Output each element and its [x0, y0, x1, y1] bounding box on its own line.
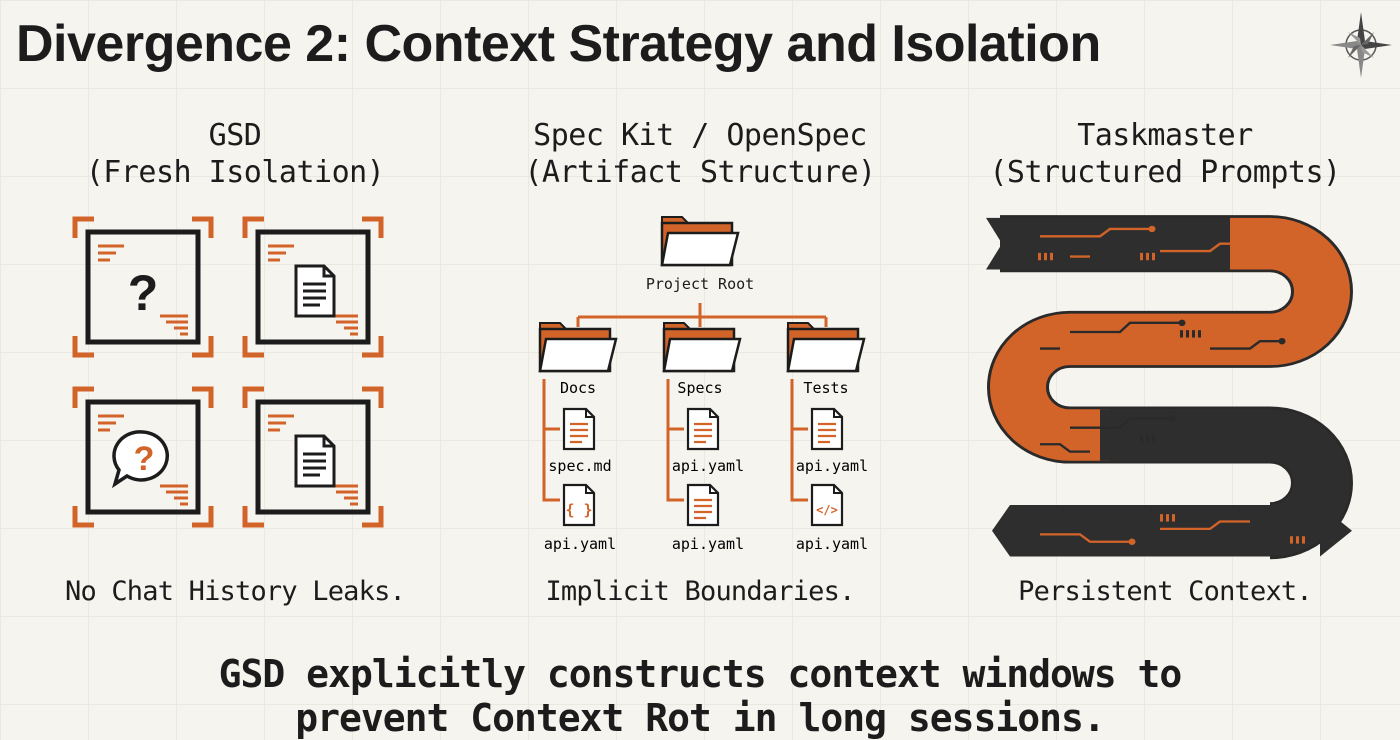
footer-line-2: prevent Context Rot in long sessions. [295, 696, 1105, 740]
taskmaster-heading-subtitle: (Structured Prompts) [989, 155, 1341, 190]
tree-root-label: Project Root [646, 275, 754, 293]
speckit-heading-title: Spec Kit / OpenSpec [533, 118, 867, 153]
folder-label-docs: Docs [560, 379, 596, 397]
file-icon [562, 407, 596, 451]
svg-text:{ }: { } [565, 501, 592, 519]
taskmaster-heading-title: Taskmaster [1077, 118, 1253, 153]
compass-rose-icon [1330, 12, 1392, 78]
svg-text:?: ? [128, 265, 159, 321]
docs-folder-icon [538, 321, 618, 373]
question-mark-icon: ? [128, 265, 159, 321]
tree-connectors [542, 303, 828, 502]
panel-document-bottom [245, 389, 381, 525]
taskmaster-heading: Taskmaster (Structured Prompts) [945, 117, 1385, 191]
chat-question-icon: ? [112, 430, 169, 489]
taskmaster-caption: Persistent Context. [1018, 576, 1312, 607]
panel-question: ? [75, 219, 211, 355]
folder-label-specs: Specs [677, 379, 722, 397]
panel-chat-question: ? [75, 389, 211, 525]
file-label: api.yaml [672, 535, 744, 553]
specs-folder-icon [662, 321, 742, 373]
gsd-caption: No Chat History Leaks. [64, 576, 406, 607]
file-label: api.yaml [796, 535, 868, 553]
page-title: Divergence 2: Context Strategy and Isola… [16, 15, 1101, 73]
footer-line-1: GSD explicitly constructs context window… [218, 652, 1183, 696]
file-icon [810, 407, 844, 451]
artifact-tree-diagram: Project Root Docs Specs Tests spec.md ap… [538, 215, 868, 553]
file-label: api.yaml [672, 457, 744, 475]
speckit-heading-subtitle: (Artifact Structure) [524, 155, 876, 190]
serpentine-context-path [986, 215, 1353, 560]
code-tag-file-icon: </> [810, 483, 844, 527]
root-folder-icon [660, 215, 740, 267]
gsd-heading: GSD (Fresh Isolation) [15, 117, 455, 191]
folder-label-tests: Tests [803, 379, 848, 397]
svg-text:</>: </> [816, 503, 838, 517]
file-icon [686, 407, 720, 451]
gsd-heading-subtitle: (Fresh Isolation) [85, 155, 385, 190]
footer-text: GSD explicitly constructs context window… [0, 652, 1400, 740]
gsd-isolation-panels: ? ? [70, 214, 402, 544]
document-icon [294, 434, 336, 488]
speckit-heading: Spec Kit / OpenSpec (Artifact Structure) [480, 117, 920, 191]
code-braces-file-icon: { } [562, 483, 596, 527]
file-label: spec.md [548, 457, 611, 475]
panel-document-top [245, 219, 381, 355]
file-label: api.yaml [796, 457, 868, 475]
file-label: api.yaml [544, 535, 616, 553]
document-icon [294, 264, 336, 318]
gsd-heading-title: GSD [208, 118, 262, 153]
tests-folder-icon [786, 321, 866, 373]
speckit-caption: Implicit Boundaries. [545, 576, 855, 607]
file-icon [686, 483, 720, 527]
svg-text:?: ? [134, 440, 155, 478]
